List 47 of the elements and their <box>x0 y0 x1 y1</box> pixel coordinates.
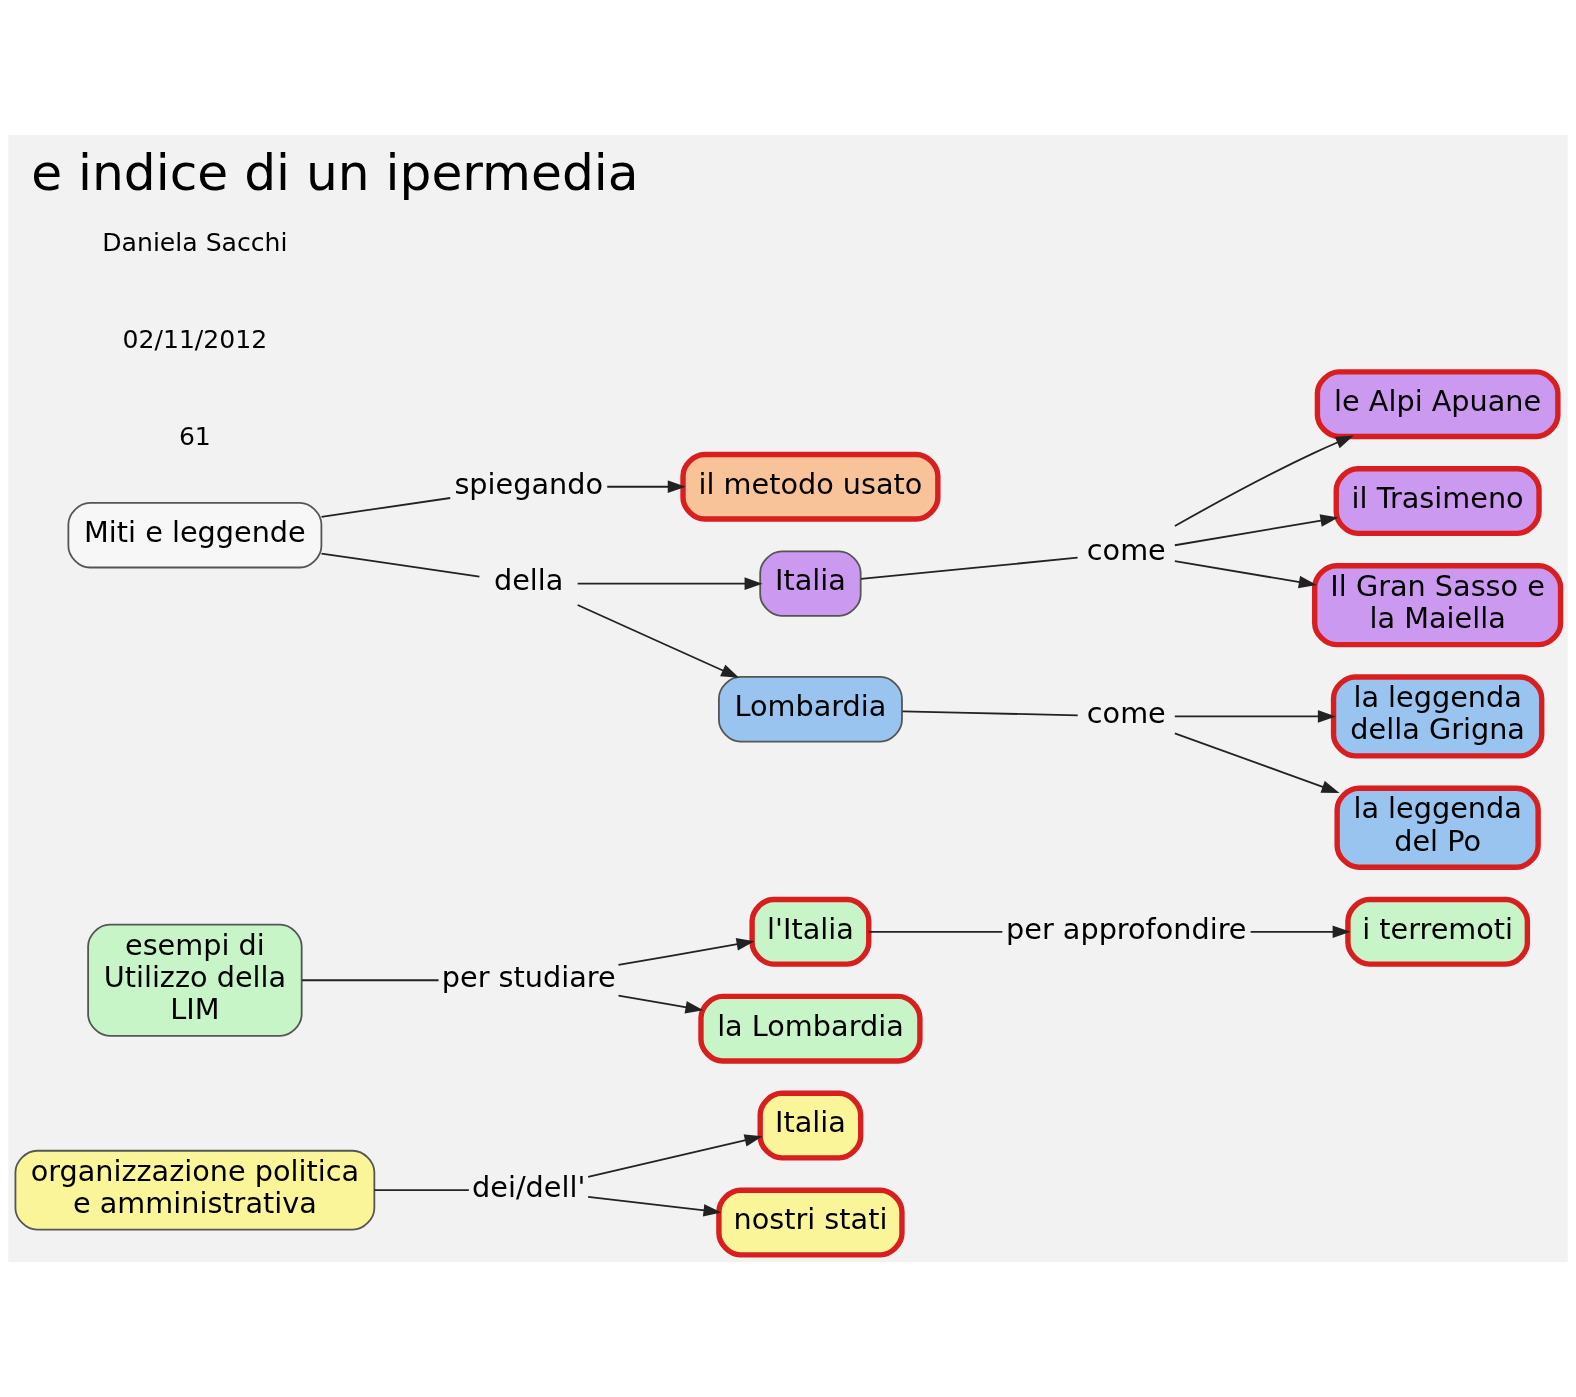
node-box: l'Italia <box>749 896 872 967</box>
connector <box>860 556 1079 580</box>
node-box: il Trasimeno <box>1333 466 1542 537</box>
node-box: nostri stati <box>716 1187 905 1258</box>
arrow <box>1173 732 1340 793</box>
node-text: per approfondire <box>1006 911 1247 946</box>
label: 02/11/2012 <box>122 325 268 355</box>
connector <box>320 552 481 578</box>
node-box: Italia <box>757 1090 864 1161</box>
node-text: per studiare <box>441 960 616 995</box>
node-box: Il Gran Sasso e la Maiella <box>1312 563 1564 648</box>
label: 61 <box>178 421 211 451</box>
connector <box>320 497 452 518</box>
node-box: i terremoti <box>1345 896 1531 967</box>
node-text: della <box>493 563 564 598</box>
arrow <box>617 994 704 1014</box>
arrow <box>617 938 755 966</box>
arrow <box>576 577 763 590</box>
node-box: il metodo usato <box>680 451 941 522</box>
node-box: Italia <box>759 550 862 617</box>
node-box: Lombardia <box>718 676 903 743</box>
node-box: le Alpi Apuane <box>1314 369 1561 440</box>
connector <box>301 979 440 982</box>
arrow <box>1173 560 1317 589</box>
node-text: come <box>1086 696 1166 731</box>
connector <box>867 930 1004 933</box>
node-box: esempi di Utilizzo della LIM <box>87 923 303 1037</box>
arrow <box>1249 925 1351 939</box>
connector <box>373 1189 470 1192</box>
node-text: spiegando <box>454 466 603 501</box>
arrow <box>576 604 740 678</box>
node-box: Miti e leggende <box>67 502 323 569</box>
arrow <box>1173 710 1336 723</box>
node-box: organizzazione politica e amministrativa <box>14 1149 376 1231</box>
node-text: dei/dell' <box>472 1170 586 1205</box>
node-box: la leggenda del Po <box>1334 785 1541 870</box>
label: Daniela Sacchi <box>102 228 288 258</box>
node-text: come <box>1086 532 1166 567</box>
connector <box>901 710 1079 717</box>
arrow <box>1174 435 1354 527</box>
arrow <box>606 480 686 494</box>
diagram-title: e indice di un ipermedia <box>31 142 639 202</box>
node-box: la Lombardia <box>698 993 923 1064</box>
arrow <box>587 1134 763 1178</box>
node-box: la leggenda della Grigna <box>1330 674 1545 759</box>
arrow <box>587 1196 722 1217</box>
arrow <box>1173 514 1339 547</box>
